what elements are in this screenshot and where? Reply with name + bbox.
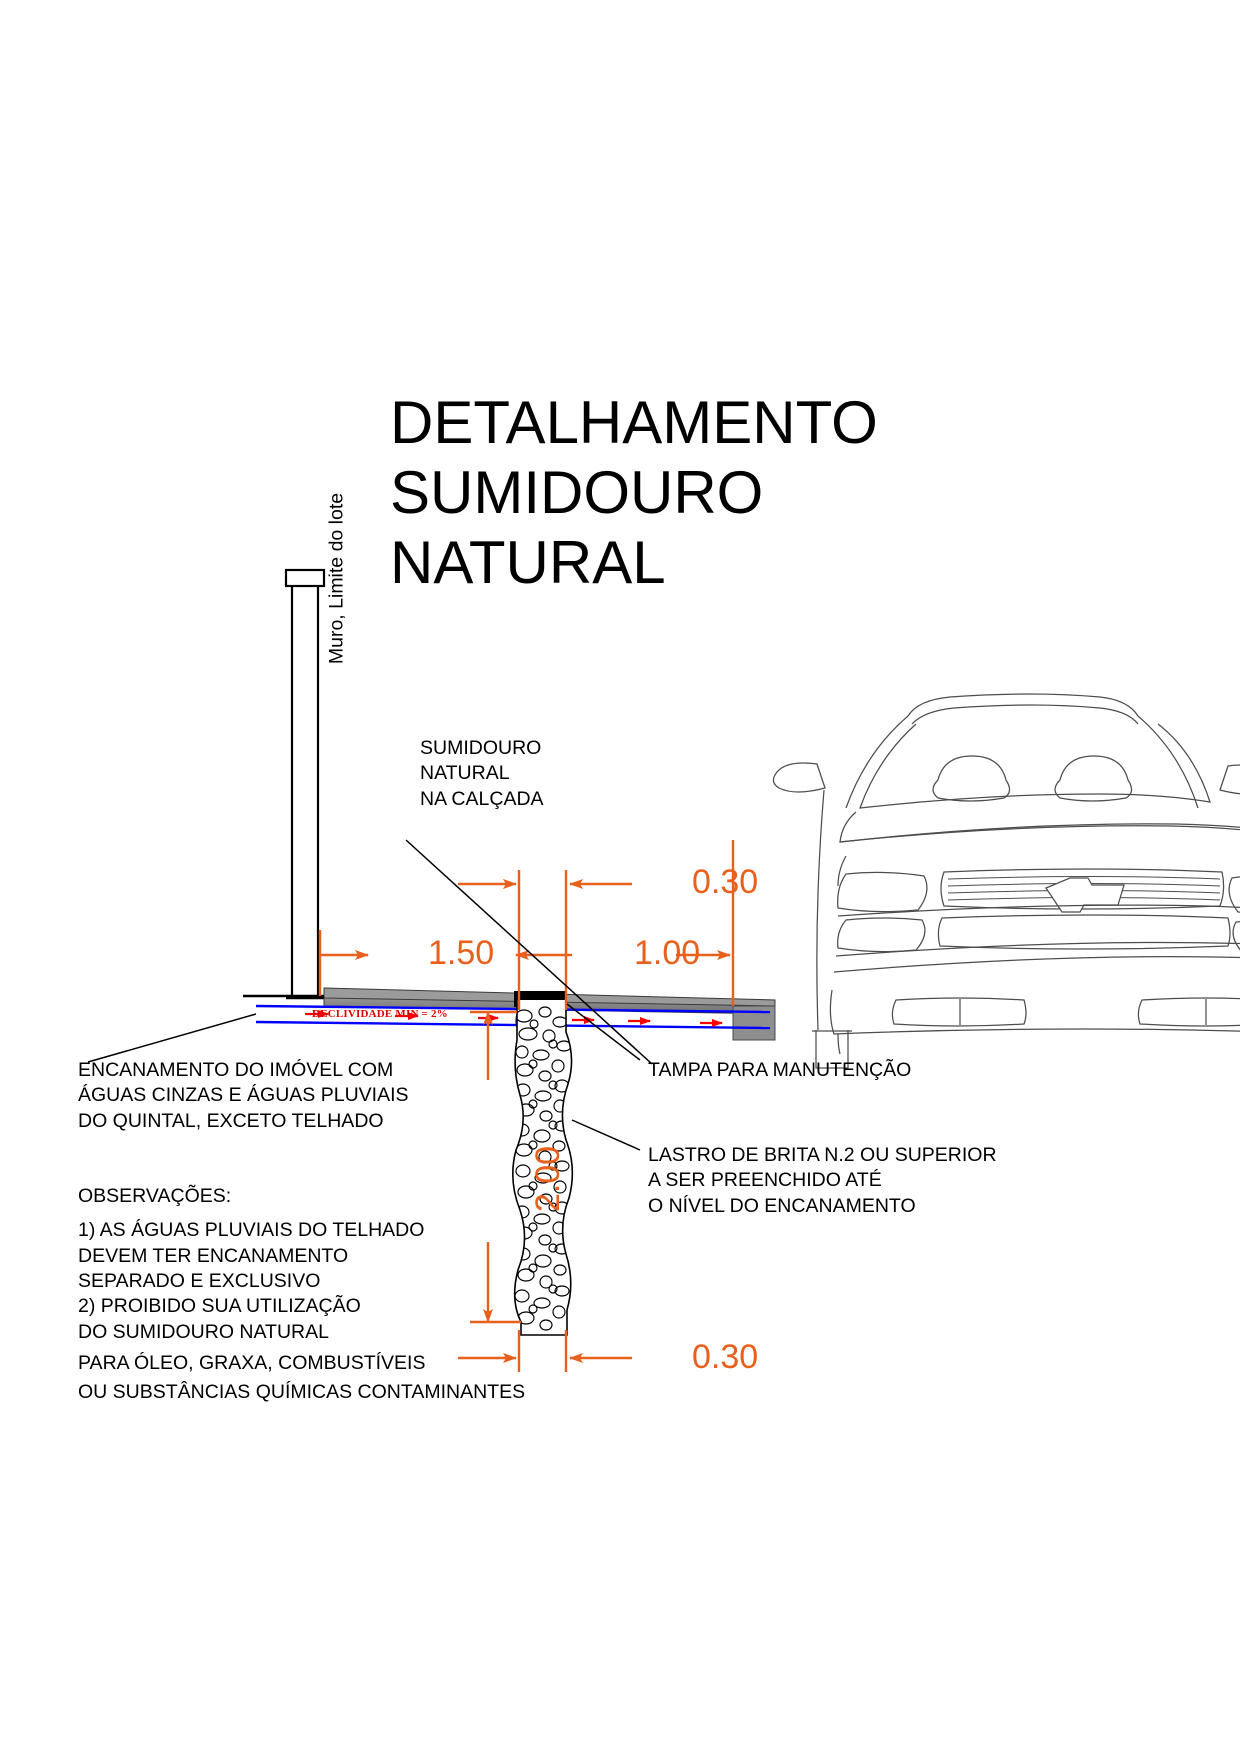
sump-callout-line-1: SUMIDOURO: [420, 737, 542, 759]
dimension-sidewalk-inner: 1.50: [428, 934, 495, 972]
page-title: DETALHAMENTO SUMIDOURO NATURAL: [390, 388, 950, 599]
gravel-callout-line-1: LASTRO DE BRITA N.2 OU SUPERIOR: [648, 1144, 997, 1166]
observations-item-3: SEPARADO E EXCLUSIVO: [78, 1270, 321, 1293]
gravel-callout: LASTRO DE BRITA N.2 OU SUPERIOR A SER PR…: [648, 1143, 997, 1219]
pipe-callout-line-3: DO QUINTAL, EXCETO TELHADO: [78, 1109, 384, 1132]
leader-gravel: [571, 1119, 641, 1151]
dimension-width-bottom: 0.30: [692, 1338, 759, 1376]
pipe-elbows: [515, 1011, 561, 1036]
pipe-callout: ENCANAMENTO DO IMÓVEL COM ÁGUAS CINZAS E…: [78, 1058, 409, 1134]
sump-callout-line-3: NA CALÇADA: [420, 787, 544, 810]
observations-item-4: 2) PROIBIDO SUA UTILIZAÇÃO: [78, 1295, 361, 1318]
title-line-1: DETALHAMENTO: [390, 389, 878, 456]
dimension-top-offset: 0.30: [692, 863, 759, 901]
car-front-elevation: [772, 693, 1240, 1069]
leader-pipe: [87, 1013, 257, 1063]
sump-callout-line-2: NATURAL: [420, 762, 510, 785]
observations-item-7: OU SUBSTÂNCIAS QUÍMICAS CONTAMINANTES: [78, 1381, 526, 1404]
pipe-callout-line-2: ÁGUAS CINZAS E ÁGUAS PLUVIAIS: [78, 1084, 409, 1107]
observations-heading: OBSERVAÇÕES:: [78, 1185, 232, 1207]
sump-callout: SUMIDOURO NATURAL NA CALÇADA: [420, 736, 544, 812]
gravel-callout-line-2: A SER PREENCHIDO ATÉ: [648, 1169, 882, 1192]
observations-item-6: PARA ÓLEO, GRAXA, COMBUSTÍVEIS: [78, 1352, 426, 1375]
maintenance-cover: [514, 991, 566, 1007]
wall-limit-label: Muro, Limite do lote: [325, 492, 348, 665]
leader-cover: [566, 1003, 641, 1061]
observations-item-5: DO SUMIDOURO NATURAL: [78, 1320, 329, 1343]
dimension-depth: 2.00: [529, 1145, 567, 1213]
gravel-callout-line-3: O NÍVEL DO ENCANAMENTO: [648, 1194, 916, 1217]
observations-block: OBSERVAÇÕES: 1) AS ÁGUAS PLUVIAIS DO TEL…: [78, 1184, 525, 1406]
observations-item-2: DEVEM TER ENCANAMENTO: [78, 1244, 349, 1267]
dimension-sidewalk-outer: 1.00: [634, 934, 701, 972]
slope-note: DECLIVIDADE MIN = 2%: [312, 1008, 448, 1020]
title-line-3: NATURAL: [390, 529, 666, 597]
title-line-2: SUMIDOURO: [390, 459, 764, 527]
boundary-wall: [284, 568, 326, 1000]
pipe-callout-line-1: ENCANAMENTO DO IMÓVEL COM: [78, 1059, 394, 1081]
observations-spacer: [78, 1209, 525, 1218]
cover-callout: TAMPA PARA MANUTENÇÃO: [648, 1059, 912, 1081]
observations-item-1: 1) AS ÁGUAS PLUVIAIS DO TELHADO: [78, 1219, 425, 1242]
